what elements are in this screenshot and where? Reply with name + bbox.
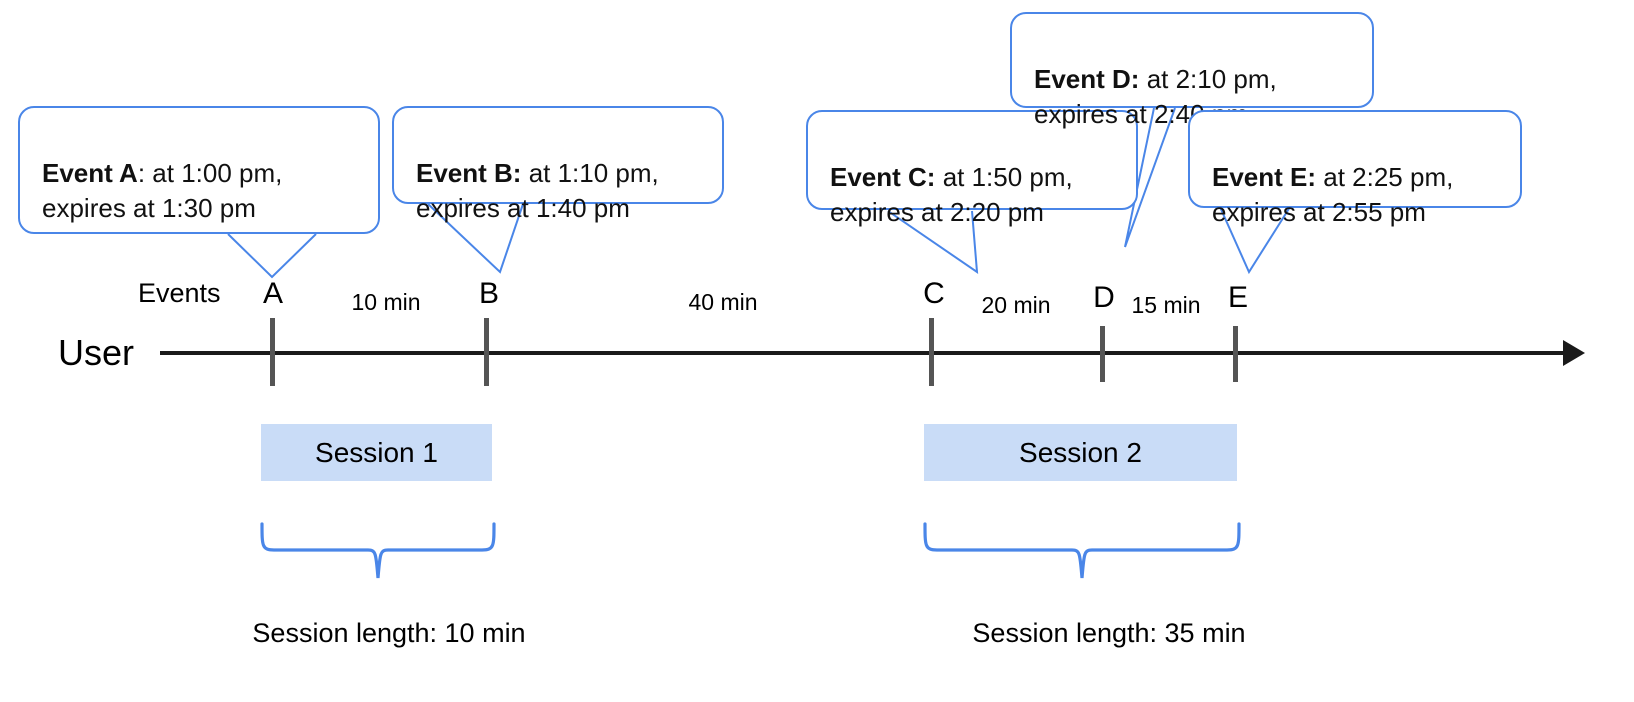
brace-session-1 (260, 522, 496, 579)
callout-event-d[interactable]: Event D: at 2:10 pm, expires at 2:40 pm (1010, 12, 1374, 129)
event-letter-a: A (262, 277, 284, 310)
callout-event-b[interactable]: Event B: at 1:10 pm, expires at 1:40 pm (392, 106, 724, 223)
session-2-length-caption: Session length: 35 min (972, 618, 1246, 648)
session-bar-2[interactable]: Session 2 (924, 424, 1237, 481)
tick-event-a (270, 318, 275, 386)
events-label: Events (138, 278, 221, 308)
callout-a-text: : at 1:00 pm, expires at 1:30 pm (42, 158, 283, 223)
callout-a-lead: Event A (42, 158, 138, 189)
event-letter-d: D (1093, 281, 1115, 314)
gap-label-b-c: 40 min (688, 289, 758, 315)
callout-e-lead: Event E: (1212, 162, 1317, 193)
gap-label-a-b: 10 min (351, 289, 421, 315)
tick-event-e (1233, 326, 1238, 382)
callout-d-lead: Event D: (1034, 64, 1140, 95)
row-label-user: User (58, 332, 135, 373)
callout-event-e[interactable]: Event E: at 2:25 pm, expires at 2:55 pm (1188, 110, 1522, 227)
timeline-arrowhead (1563, 340, 1585, 366)
callout-b-lead: Event B: (416, 158, 522, 189)
tail-a (227, 233, 317, 279)
tick-event-c (929, 318, 934, 386)
tick-event-d (1100, 326, 1105, 382)
session-1-length-caption: Session length: 10 min (252, 618, 526, 648)
session-bar-2-label: Session 2 (1019, 436, 1142, 468)
timeline-axis (160, 351, 1568, 355)
callout-c-lead: Event C: (830, 162, 936, 193)
callout-event-a[interactable]: Event A: at 1:00 pm, expires at 1:30 pm (18, 106, 380, 234)
gap-label-d-e: 15 min (1131, 292, 1201, 318)
session-bar-1-label: Session 1 (315, 436, 438, 468)
event-letter-c: C (923, 277, 945, 310)
event-letter-e: E (1227, 281, 1249, 314)
brace-session-2 (923, 522, 1241, 579)
tick-event-b (484, 318, 489, 386)
event-letter-b: B (478, 277, 500, 310)
session-bar-1[interactable]: Session 1 (261, 424, 492, 481)
gap-label-c-d: 20 min (981, 292, 1051, 318)
